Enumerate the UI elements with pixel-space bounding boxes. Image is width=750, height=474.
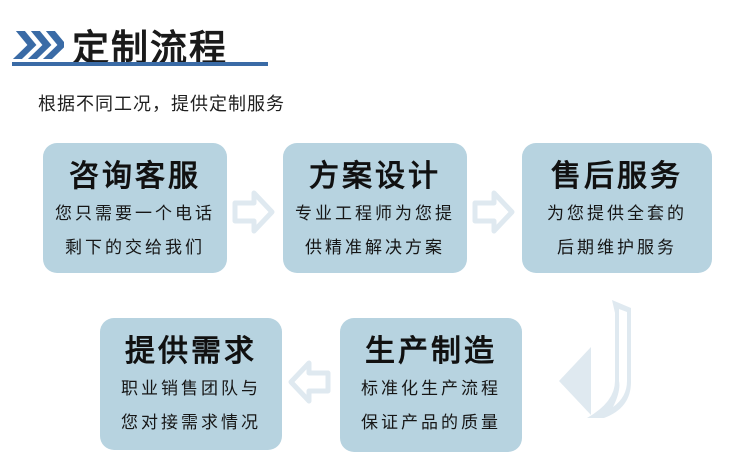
step-desc-line: 后期维护服务 [557,238,677,257]
step-desc-line: 您对接需求情况 [121,413,261,432]
step-title: 生产制造 [365,335,497,368]
step-desc-line: 职业销售团队与 [121,379,261,398]
flow-step-aftersales: 售后服务 为您提供全套的 后期维护服务 [522,143,712,273]
section-subtitle: 根据不同工况，提供定制服务 [38,94,285,114]
step-desc-line: 保证产品的质量 [361,413,501,432]
triple-chevron-right-icon [12,31,64,59]
flow-step-design: 方案设计 专业工程师为您提 供精准解决方案 [283,143,467,273]
block-arrow-right-icon [232,190,275,234]
step-desc-line: 供精准解决方案 [305,238,445,257]
flow-step-manufacture: 生产制造 标准化生产流程 保证产品的质量 [340,318,522,452]
step-desc-line: 标准化生产流程 [361,379,501,398]
step-desc-line: 专业工程师为您提 [295,204,455,223]
step-desc-line: 为您提供全套的 [547,204,687,223]
block-arrow-left-icon [288,360,331,404]
step-desc-line: 剩下的交给我们 [65,238,205,257]
title-underline [12,62,268,66]
flow-step-consult: 咨询客服 您只需要一个电话 剩下的交给我们 [43,143,227,273]
step-title: 提供需求 [125,335,257,368]
step-desc-line: 您只需要一个电话 [55,204,215,223]
step-title: 方案设计 [309,160,441,193]
curved-arrow-down-left-icon [559,300,631,418]
block-arrow-right-icon [472,190,515,234]
step-title: 售后服务 [551,160,683,193]
flow-step-requirements: 提供需求 职业销售团队与 您对接需求情况 [100,318,282,450]
step-title: 咨询客服 [69,160,201,193]
